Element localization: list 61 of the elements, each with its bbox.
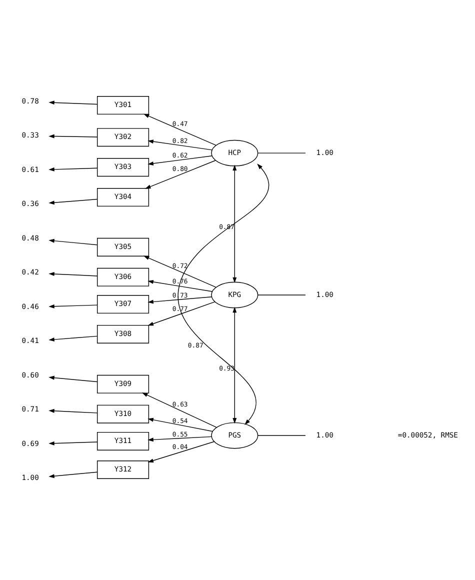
node-ellipse: HCP xyxy=(211,140,258,166)
arrow xyxy=(232,164,237,284)
arrow xyxy=(48,100,98,105)
node-box: Y307 xyxy=(96,295,150,314)
node-text: 0.78 xyxy=(22,96,39,106)
node-text: 1.00 xyxy=(22,473,39,482)
node-box: Y308 xyxy=(96,324,150,344)
arrow xyxy=(148,436,212,442)
node-text: 1.00 xyxy=(316,290,334,299)
arrow xyxy=(48,304,98,308)
arrow xyxy=(148,280,213,292)
arrow xyxy=(148,140,212,150)
arrow xyxy=(232,306,237,424)
node-box: Y309 xyxy=(96,374,150,394)
node-text: 1.00 xyxy=(316,148,334,157)
connector xyxy=(258,152,306,154)
connector xyxy=(258,294,306,296)
arrow xyxy=(48,472,98,478)
arrow xyxy=(143,256,216,288)
node-box: Y311 xyxy=(96,432,150,450)
arrow xyxy=(143,114,216,146)
arrow xyxy=(148,296,212,304)
label: =0.00052, RMSE xyxy=(398,430,458,440)
arrow xyxy=(148,441,215,462)
node-box: Y310 xyxy=(96,404,150,424)
arrow xyxy=(178,164,270,425)
node-text: 0.71 xyxy=(22,404,39,414)
node-text: 0.46 xyxy=(22,302,39,311)
node-ellipse: KPG xyxy=(211,282,258,308)
node-box: Y305 xyxy=(96,238,150,256)
node-text: 0.48 xyxy=(22,233,39,242)
arrow xyxy=(48,167,98,172)
arrow xyxy=(48,238,98,246)
arrow xyxy=(48,376,98,382)
arrow xyxy=(142,392,217,428)
node-box: Y306 xyxy=(96,268,150,286)
node-text: 1.00 xyxy=(316,430,334,440)
node-box: Y303 xyxy=(96,158,150,177)
node-box: Y301 xyxy=(96,96,150,115)
connector xyxy=(258,435,306,436)
arrow xyxy=(48,134,98,138)
node-ellipse: PGS xyxy=(211,422,258,449)
node-box: Y302 xyxy=(96,128,150,147)
node-text: 0.61 xyxy=(22,164,39,174)
node-text: 0.36 xyxy=(22,199,39,208)
arrow xyxy=(48,272,98,276)
node-box: Y312 xyxy=(96,460,150,480)
arrow xyxy=(148,301,216,326)
node-text: 0.33 xyxy=(22,130,39,140)
arrow xyxy=(48,336,98,342)
node-box: Y304 xyxy=(96,188,150,207)
node-text: 0.41 xyxy=(22,336,39,346)
node-text: 0.69 xyxy=(22,438,39,448)
arrow xyxy=(145,160,216,189)
arrow xyxy=(48,408,98,414)
node-text: 0.60 xyxy=(22,370,39,380)
arrow xyxy=(48,198,98,205)
arrow xyxy=(148,418,213,432)
arrow xyxy=(148,156,212,166)
arrow xyxy=(48,441,98,446)
node-text: 0.42 xyxy=(22,268,39,277)
